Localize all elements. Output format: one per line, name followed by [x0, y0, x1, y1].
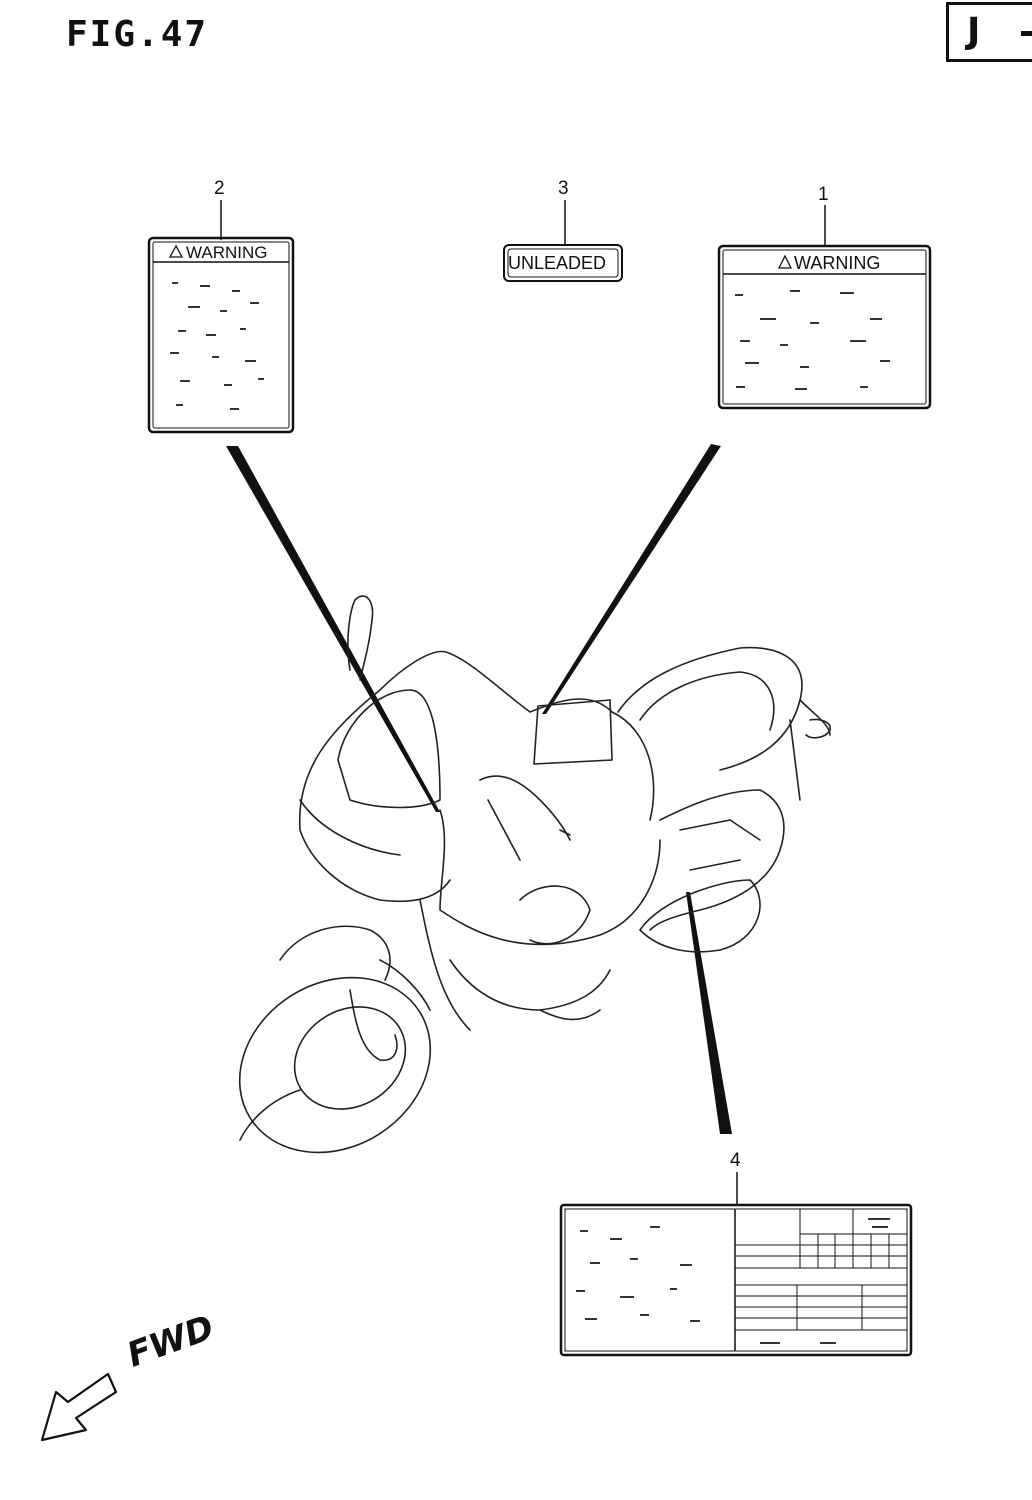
- callout-number-4: 4: [730, 1150, 741, 1171]
- pointer-label-2: [226, 446, 440, 812]
- region-badge-text: J: [967, 11, 981, 52]
- label-2-fine-print: [170, 282, 264, 410]
- pointer-label-1: [542, 444, 721, 714]
- callout-number-1: 1: [818, 184, 829, 205]
- callout-number-2: 2: [214, 178, 225, 199]
- label-1-fine-print: [735, 290, 890, 390]
- label-3-heading: UNLEADED: [508, 253, 607, 273]
- label-1-heading: WARNING: [794, 253, 881, 273]
- label-2-heading: WARNING: [186, 243, 268, 262]
- region-badge: J: [946, 2, 1032, 62]
- arrow-left-icon: [40, 1372, 118, 1442]
- motorcycle-outline: [238, 595, 831, 1154]
- label-2-warning: [147, 236, 295, 434]
- warning-triangle-icon: [168, 244, 184, 258]
- region-badge-dash: [1021, 31, 1032, 36]
- label-4-spec-plate: [559, 1203, 913, 1357]
- label-1-warning: [717, 244, 932, 410]
- pointer-label-4: [686, 892, 732, 1134]
- callout-leaders: [220, 200, 826, 1205]
- callout-number-3: 3: [558, 178, 569, 199]
- label-4-fine-print: [576, 1218, 890, 1344]
- pointer-wedges: [226, 444, 732, 1134]
- label-3-unleaded: [503, 244, 623, 282]
- label-4-grid: [735, 1209, 907, 1331]
- figure-title: FIG.47: [66, 14, 209, 55]
- warning-triangle-icon: [777, 254, 793, 269]
